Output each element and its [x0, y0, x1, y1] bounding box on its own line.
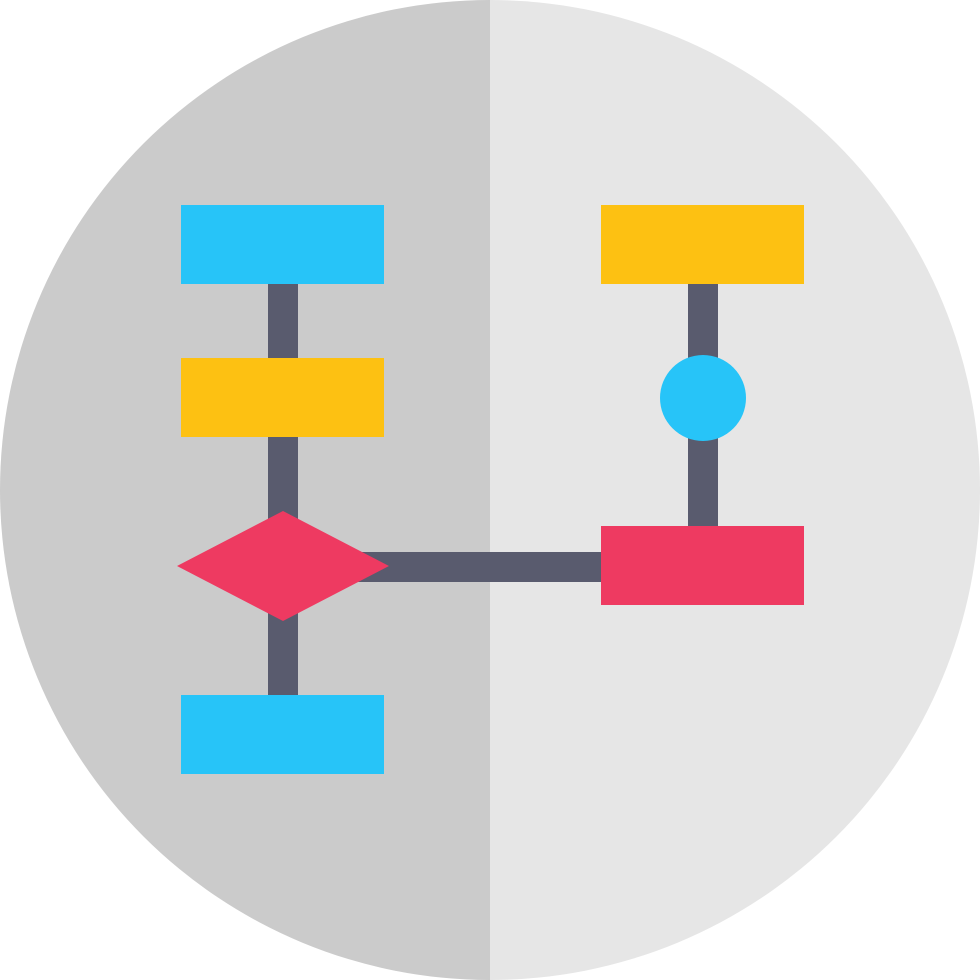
process-box-middle-left	[181, 358, 384, 437]
left-connector-middle	[268, 432, 298, 524]
process-box-top-left	[181, 205, 384, 284]
connector-node-circle	[660, 355, 746, 441]
connector-lines	[268, 280, 718, 702]
horizontal-connector	[350, 552, 610, 582]
left-connector-bottom	[268, 612, 298, 702]
end-box-right	[601, 526, 804, 605]
circle-left-half	[0, 0, 490, 980]
right-connector-bottom	[688, 436, 718, 532]
left-connector-top	[268, 280, 298, 365]
process-box-top-right	[601, 205, 804, 284]
circle-right-half	[490, 0, 980, 980]
right-connector-top	[688, 280, 718, 360]
process-box-bottom-left	[181, 695, 384, 774]
decision-diamond	[177, 511, 389, 621]
